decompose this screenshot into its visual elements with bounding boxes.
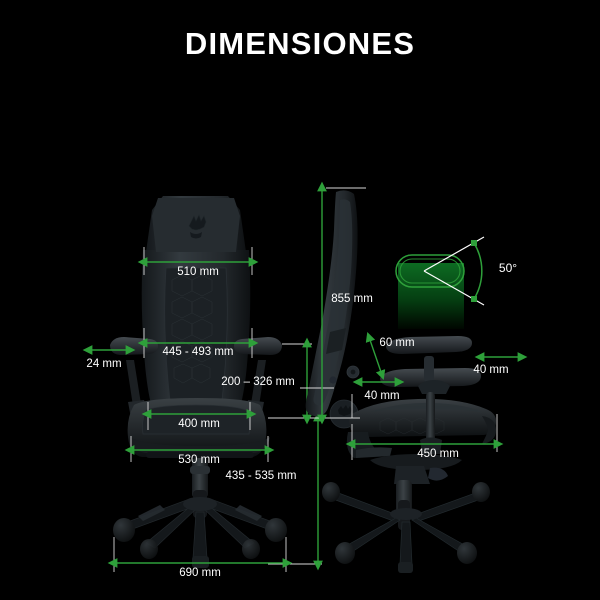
dimension-label-445-493: 445 - 493 mm — [162, 346, 234, 358]
dimension-label-24: 24 mm — [86, 358, 122, 370]
dimension-label-200-326: 200 – 326 mm — [221, 376, 295, 388]
dimension-label-510: 510 mm — [177, 266, 219, 278]
dimension-label-60: 60 mm — [379, 337, 415, 349]
side-chair-illustration — [305, 190, 496, 573]
dimension-label-400: 400 mm — [178, 418, 220, 430]
dimline-60 — [365, 332, 386, 380]
dimension-label-50-degrees: 50° — [498, 261, 518, 275]
side-dimension-lines — [300, 181, 528, 460]
front-chair-illustration — [110, 196, 287, 568]
armrest-rotation-diagram — [395, 236, 485, 329]
dimension-label-690: 690 mm — [179, 567, 221, 579]
page-title: DIMENSIONES — [184, 26, 416, 61]
dimension-label-40-back: 40 mm — [364, 390, 400, 402]
razer-logo-icon — [188, 214, 207, 239]
angle-arc — [473, 242, 483, 300]
dimension-label-450: 450 mm — [417, 448, 459, 460]
front-dimension-lines — [82, 247, 323, 572]
dimension-label-530: 530 mm — [178, 454, 220, 466]
dimension-label-40-arm: 40 mm — [473, 364, 509, 376]
dimension-label-855: 855 mm — [331, 293, 373, 305]
dimension-label-435-535: 435 - 535 mm — [225, 470, 297, 482]
